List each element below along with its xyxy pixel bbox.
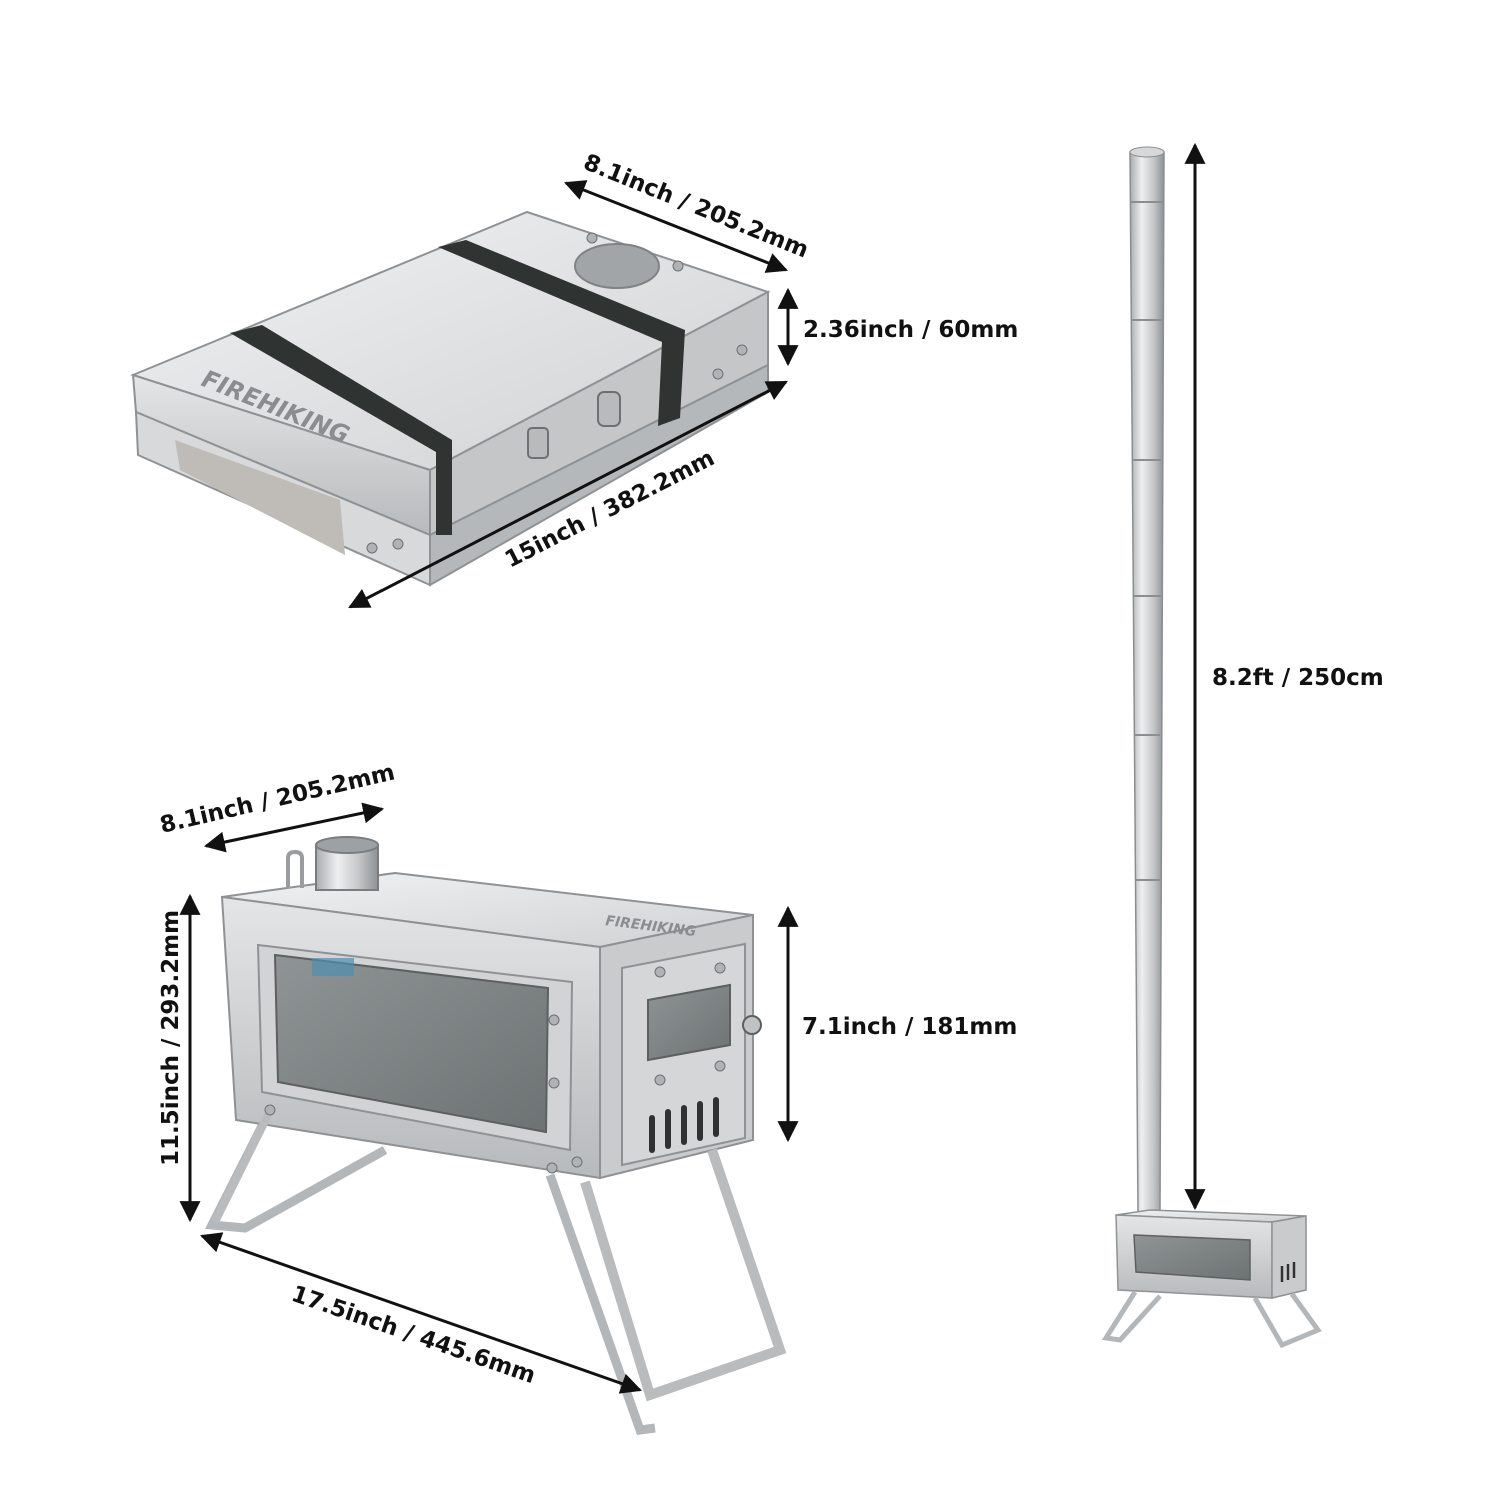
chimney-pipe (1129, 151, 1165, 1213)
side-door-window (647, 983, 731, 1062)
assembled-depth-label: 8.1inch / 205.2mm (158, 759, 398, 838)
assembled-length-label: 17.5inch / 445.6mm (288, 1281, 539, 1389)
chimney-height-label: 8.2ft / 250cm (1212, 665, 1384, 691)
body-height-label: 7.1inch / 181mm (802, 1014, 1017, 1040)
packed-length-arrow (348, 380, 788, 609)
latch (527, 427, 549, 459)
latch (597, 391, 621, 427)
chimney-assembly (1101, 146, 1322, 1349)
mini-stove-window (1133, 1234, 1251, 1281)
packed-height-label: 2.36inch / 60mm (803, 317, 1018, 343)
door-handle (742, 1015, 762, 1035)
assembled-length-arrow (200, 1232, 642, 1394)
air-vents (649, 1097, 719, 1153)
assembled-stove: FIREHIKING (204, 836, 787, 1435)
assembled-height-label: 11.5inch / 293.2mm (158, 910, 184, 1166)
assembled-depth-arrow (203, 802, 385, 853)
insulation-pad (175, 440, 345, 555)
packed-depth-arrow (564, 180, 788, 273)
packed-stove: FIREHIKING (130, 210, 771, 587)
chimney-hole (574, 243, 660, 289)
